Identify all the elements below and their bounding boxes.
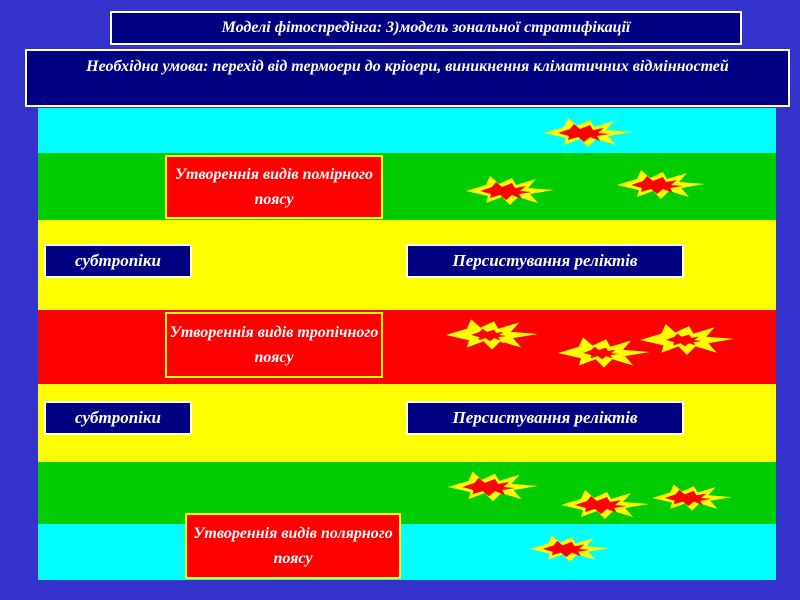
explosion-icon [446,319,538,350]
slide-title-text: Моделі фітоспредінга: 3)модель зональної… [221,19,631,36]
band-green-bottom [38,462,776,524]
subtropics-label-upper: субтропіки [44,244,192,278]
slide-title: Моделі фітоспредінга: 3)модель зональної… [110,11,742,45]
subtropics-label-lower: субтропіки [44,401,192,435]
explosion-icon [448,471,538,502]
explosion-icon [558,337,650,368]
explosion-icon [466,176,554,205]
band-cyan-bottom [38,524,776,580]
explosion-icon [652,484,732,511]
condition-box: Необхідна умова: перехід від термоери до… [25,49,790,107]
explosion-icon [617,170,705,199]
condition-text: Необхідна умова: перехід від термоери до… [86,58,729,75]
temperate-speciation-label: Утвореннія видів помірного поясу [165,155,383,219]
explosion-icon [640,324,734,355]
explosion-icon [530,535,610,562]
explosion-icon [561,490,649,519]
relicts-label-lower: Персистування реліктів [406,401,684,435]
relicts-label-upper: Персистування реліктів [406,244,684,278]
tropical-speciation-label: Утвореннія видів тропічного поясу [165,312,383,378]
explosion-icon [544,118,632,147]
band-red [38,310,776,384]
band-cyan-top [38,108,776,153]
polar-speciation-label: Утвореннія видів полярного поясу [185,513,401,579]
